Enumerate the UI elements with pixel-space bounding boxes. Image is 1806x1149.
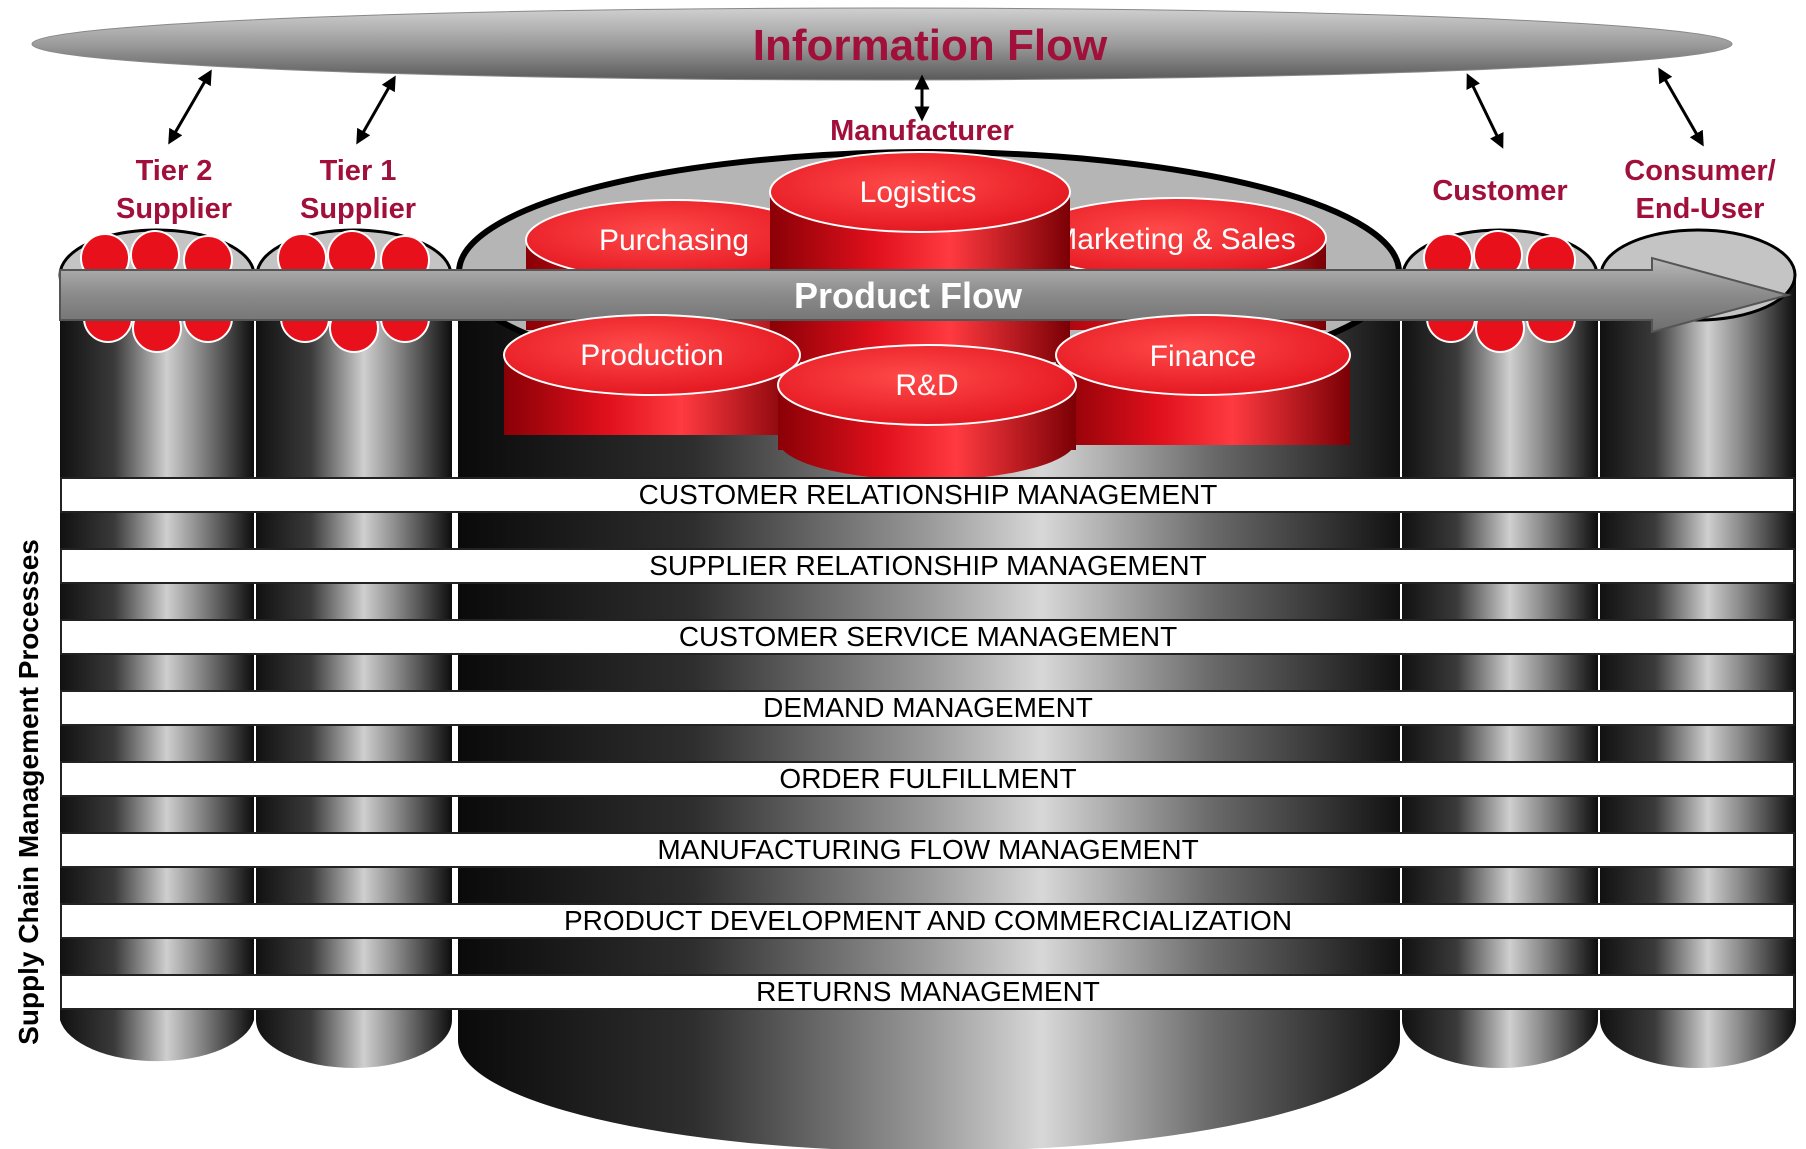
customer-label: Customer xyxy=(1432,175,1567,207)
process-band: MANUFACTURING FLOW MANAGEMENT xyxy=(60,832,1795,868)
manufacturer-label: Manufacturer xyxy=(830,115,1014,147)
dept-finance: Finance xyxy=(1055,314,1351,445)
info-arrows xyxy=(168,67,1704,149)
tier1-label-line2: Supplier xyxy=(300,193,416,225)
supply-chain-processes-label: Supply Chain Management Processes xyxy=(13,539,44,1045)
consumer-label-line2: End-User xyxy=(1636,193,1765,225)
process-band-bar xyxy=(60,832,1795,868)
dept-finance-label: Finance xyxy=(1150,340,1257,373)
tier2-label-line1: Tier 2 xyxy=(136,155,213,187)
dept-logistics: Logistics xyxy=(769,151,1071,362)
process-band-bar xyxy=(60,974,1795,1010)
dept-purchasing-label: Purchasing xyxy=(599,224,749,257)
product-flow-arrow: Product Flow xyxy=(59,256,1792,334)
process-band: DEMAND MANAGEMENT xyxy=(60,690,1795,726)
product-flow-label: Product Flow xyxy=(794,275,1023,316)
process-band-label: SUPPLIER RELATIONSHIP MANAGEMENT xyxy=(649,550,1207,581)
dept-production-label: Production xyxy=(580,339,723,372)
process-band-bar xyxy=(60,903,1795,939)
dept-marketing-label: Marketing & Sales xyxy=(1052,223,1295,256)
process-band: PRODUCT DEVELOPMENT AND COMMERCIALIZATIO… xyxy=(60,903,1795,939)
info-arrow-customer xyxy=(1466,73,1504,149)
info-arrow-tier2 xyxy=(168,69,212,145)
info-arrow-consumer xyxy=(1658,67,1704,147)
dept-production: Production xyxy=(503,314,801,435)
process-band-label: RETURNS MANAGEMENT xyxy=(756,976,1100,1007)
information-flow-label: Information Flow xyxy=(753,21,1108,70)
process-band-bar xyxy=(60,619,1795,655)
process-band-bar xyxy=(60,690,1795,726)
process-band-label: CUSTOMER RELATIONSHIP MANAGEMENT xyxy=(639,479,1218,510)
process-band: RETURNS MANAGEMENT xyxy=(60,974,1795,1010)
tier2-label-line2: Supplier xyxy=(116,193,232,225)
process-band: CUSTOMER SERVICE MANAGEMENT xyxy=(60,619,1795,655)
process-band-label: MANUFACTURING FLOW MANAGEMENT xyxy=(657,834,1198,865)
process-band: ORDER FULFILLMENT xyxy=(60,761,1795,797)
dept-rnd: R&D xyxy=(777,344,1077,480)
process-bands: CUSTOMER RELATIONSHIP MANAGEMENT SUPPLIER… xyxy=(60,477,1795,1010)
process-band-label: DEMAND MANAGEMENT xyxy=(763,692,1093,723)
process-band-bar xyxy=(60,548,1795,584)
process-band-bar xyxy=(60,761,1795,797)
tier1-label-line1: Tier 1 xyxy=(320,155,397,187)
info-arrow-tier1 xyxy=(356,75,396,145)
process-band: SUPPLIER RELATIONSHIP MANAGEMENT xyxy=(60,548,1795,584)
entity-labels: Tier 2 Supplier Tier 1 Supplier Manufact… xyxy=(116,115,1776,225)
dept-rnd-label: R&D xyxy=(895,369,958,402)
process-band: CUSTOMER RELATIONSHIP MANAGEMENT xyxy=(60,477,1795,513)
information-flow-banner: Information Flow xyxy=(31,7,1733,81)
process-band-bar xyxy=(60,477,1795,513)
process-band-label: ORDER FULFILLMENT xyxy=(779,763,1076,794)
consumer-label-line1: Consumer/ xyxy=(1624,155,1775,187)
dept-logistics-label: Logistics xyxy=(860,176,977,209)
process-band-label: CUSTOMER SERVICE MANAGEMENT xyxy=(679,621,1177,652)
process-band-label: PRODUCT DEVELOPMENT AND COMMERCIALIZATIO… xyxy=(564,905,1292,936)
